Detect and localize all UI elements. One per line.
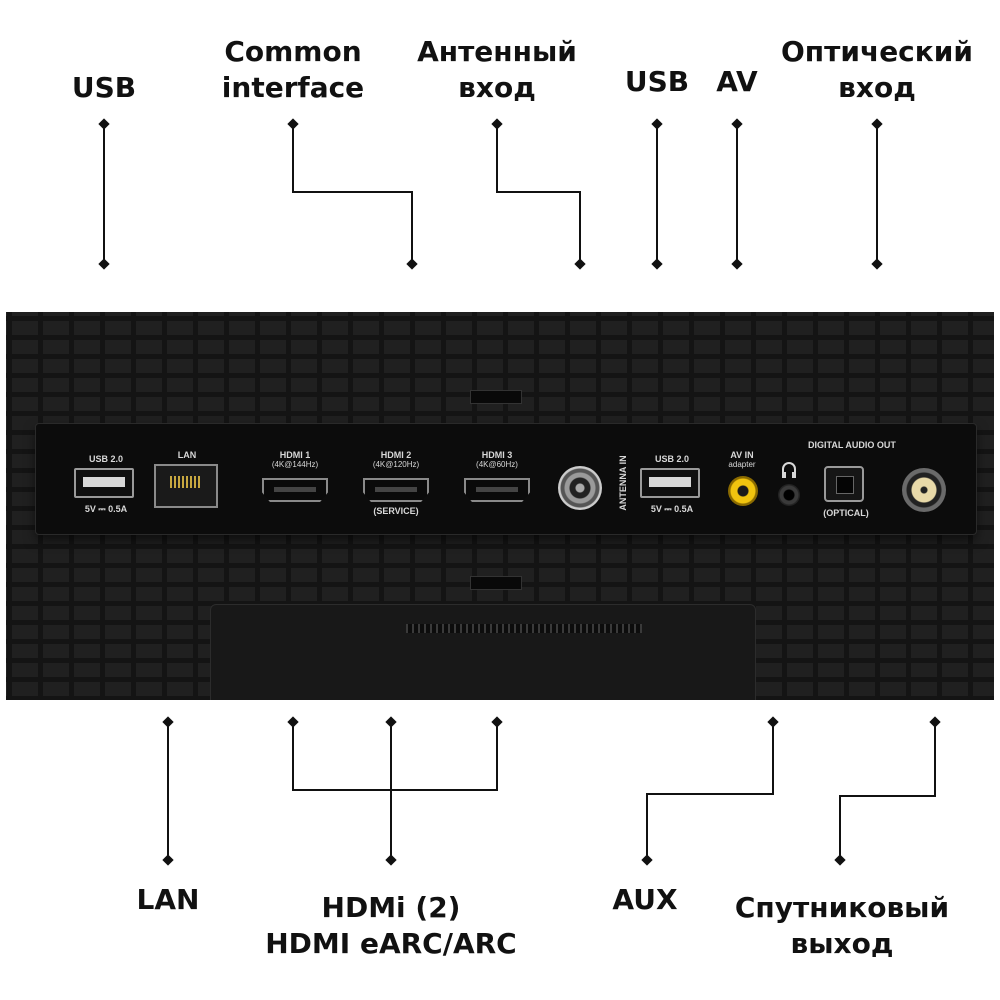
hdmi3-label: HDMI 3 (4K@60Hz) <box>476 450 518 469</box>
diamond-marker <box>287 118 299 130</box>
diamond-marker <box>929 716 941 728</box>
diamond-marker <box>731 118 743 130</box>
antenna-label: ANTENNA IN <box>618 455 628 511</box>
digital-audio-note: (OPTICAL) <box>823 508 869 518</box>
headphone-icon <box>782 462 796 478</box>
hdmi1-port[interactable] <box>262 478 328 502</box>
diamond-marker <box>162 716 174 728</box>
diamond-marker <box>98 118 110 130</box>
callout-antenna-input: Антенный вход <box>417 35 577 104</box>
callout-common-interface: Common interface <box>221 35 365 104</box>
diamond-marker <box>162 854 174 866</box>
lan-port[interactable] <box>154 464 218 508</box>
av-in-port[interactable] <box>728 476 758 506</box>
diamond-marker <box>491 716 503 728</box>
tv-rear-panel: USB 2.0 5V ⎓ 0.5A LAN HDMI 1 (4K@144Hz) … <box>6 312 994 700</box>
leader-satellite <box>839 722 936 860</box>
connector-strip: USB 2.0 5V ⎓ 0.5A LAN HDMI 1 (4K@144Hz) … <box>36 424 976 534</box>
leader-aux <box>646 722 774 860</box>
hdmi3-port[interactable] <box>464 478 530 502</box>
usb1-label: USB 2.0 <box>88 454 123 464</box>
usb2-rating: 5V ⎓ 0.5A <box>650 504 694 514</box>
hdmi2-label: HDMI 2 (4K@120Hz) <box>372 450 420 469</box>
mount-clip-top <box>470 390 522 404</box>
optical-port[interactable] <box>824 466 864 502</box>
diamond-marker <box>406 258 418 270</box>
usb1-rating: 5V ⎓ 0.5A <box>84 504 128 514</box>
callout-lan: LAN <box>136 883 200 916</box>
callout-satellite-output: Спутниковый выход <box>734 891 950 960</box>
diamond-marker <box>871 258 883 270</box>
diamond-marker <box>767 716 779 728</box>
diamond-marker <box>651 258 663 270</box>
leader-hdmi <box>292 722 498 791</box>
callout-aux: AUX <box>612 883 678 916</box>
satellite-port[interactable] <box>902 468 946 512</box>
diamond-marker <box>834 854 846 866</box>
callout-av: AV <box>716 65 758 98</box>
hdmi2-port[interactable] <box>363 478 429 502</box>
usb1-port[interactable] <box>74 468 134 498</box>
diamond-marker <box>287 716 299 728</box>
diamond-marker <box>731 258 743 270</box>
antenna-port[interactable] <box>558 466 602 510</box>
mount-clip-bottom <box>470 576 522 590</box>
leader-antenna <box>496 124 581 264</box>
diamond-marker <box>871 118 883 130</box>
diamond-marker <box>574 258 586 270</box>
diamond-marker <box>641 854 653 866</box>
bottom-cover-plate <box>210 604 756 700</box>
callout-usb-right: USB <box>624 65 690 98</box>
lan-label: LAN <box>177 450 197 460</box>
vent-grille <box>406 624 642 633</box>
usb2-label: USB 2.0 <box>654 454 689 464</box>
av-in-label: AV IN adapter <box>728 450 756 469</box>
callout-usb-left: USB <box>71 71 137 104</box>
callout-hdmi: HDMi (2) HDMI eARC/ARC <box>265 891 517 960</box>
diamond-marker <box>98 258 110 270</box>
hdmi2-note: (SERVICE) <box>373 506 419 516</box>
diamond-marker <box>385 854 397 866</box>
usb2-port[interactable] <box>640 468 700 498</box>
aux-port[interactable] <box>778 484 800 506</box>
callout-optical-input: Оптический вход <box>780 35 974 104</box>
digital-audio-label: DIGITAL AUDIO OUT <box>808 440 896 450</box>
diamond-marker <box>491 118 503 130</box>
leader-common-interface <box>292 124 413 264</box>
diamond-marker <box>651 118 663 130</box>
diamond-marker <box>385 716 397 728</box>
hdmi1-label: HDMI 1 (4K@144Hz) <box>271 450 319 469</box>
